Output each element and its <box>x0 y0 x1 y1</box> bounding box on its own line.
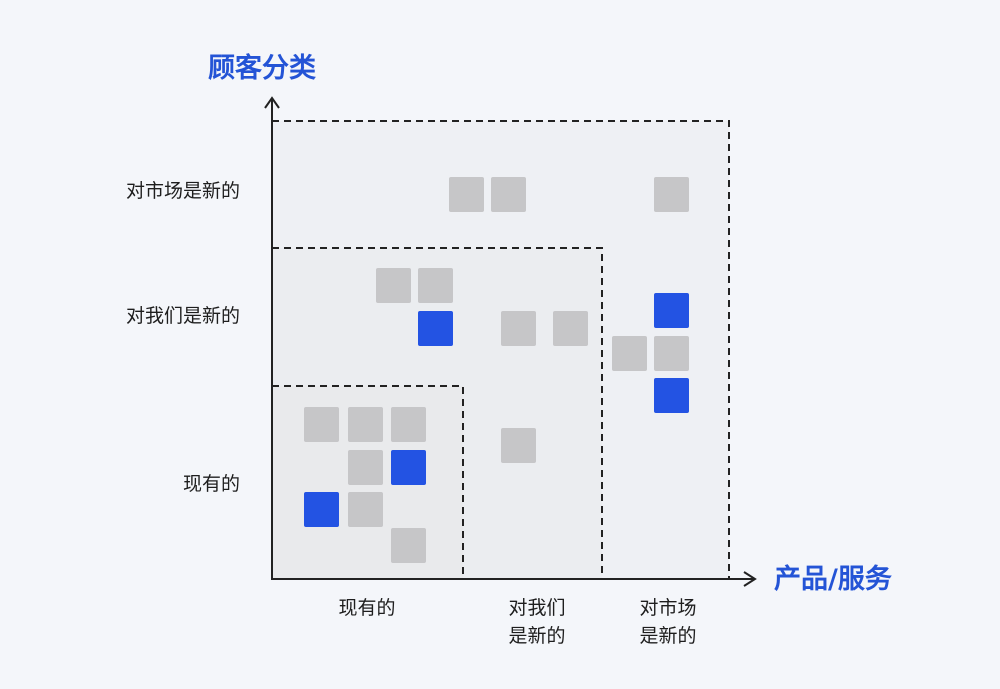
x-label-new-to-market-line1: 对市场 <box>639 597 696 619</box>
sticky-note-blue <box>654 378 689 413</box>
sticky-note <box>654 177 689 212</box>
x-label-new-to-us-line2: 是新的 <box>508 625 565 647</box>
sticky-note-blue <box>418 311 453 346</box>
sticky-note-blue <box>391 450 426 485</box>
sticky-note <box>501 428 536 463</box>
sticky-note <box>391 528 426 563</box>
y-axis-labels: 现有的 对我们是新的 对市场是新的 <box>126 180 240 495</box>
sticky-note <box>348 407 383 442</box>
sticky-note <box>348 450 383 485</box>
sticky-note-blue <box>654 293 689 328</box>
sticky-note <box>391 407 426 442</box>
sticky-note <box>418 268 453 303</box>
sticky-note <box>612 336 647 371</box>
sticky-note <box>654 336 689 371</box>
sticky-note-blue <box>304 492 339 527</box>
y-axis-arrow-icon <box>264 96 280 109</box>
x-axis-title: 产品/服务 <box>774 564 892 595</box>
sticky-note <box>501 311 536 346</box>
sticky-note <box>553 311 588 346</box>
sticky-note <box>376 268 411 303</box>
y-label-new-to-us: 对我们是新的 <box>126 305 240 327</box>
sticky-note <box>449 177 484 212</box>
x-label-new-to-us-line1: 对我们 <box>508 597 565 619</box>
sticky-notes <box>304 177 689 563</box>
x-label-existing: 现有的 <box>338 597 395 619</box>
y-label-new-to-market: 对市场是新的 <box>126 180 240 202</box>
x-label-new-to-market-line2: 是新的 <box>639 625 696 647</box>
sticky-note <box>348 492 383 527</box>
y-label-existing: 现有的 <box>183 473 240 495</box>
sticky-note <box>491 177 526 212</box>
x-axis-labels: 现有的 对我们 是新的 对市场 是新的 <box>338 597 696 647</box>
axes <box>264 96 757 587</box>
x-axis-arrow-icon <box>743 571 757 587</box>
y-axis-title: 顾客分类 <box>208 52 316 84</box>
sticky-note <box>304 407 339 442</box>
